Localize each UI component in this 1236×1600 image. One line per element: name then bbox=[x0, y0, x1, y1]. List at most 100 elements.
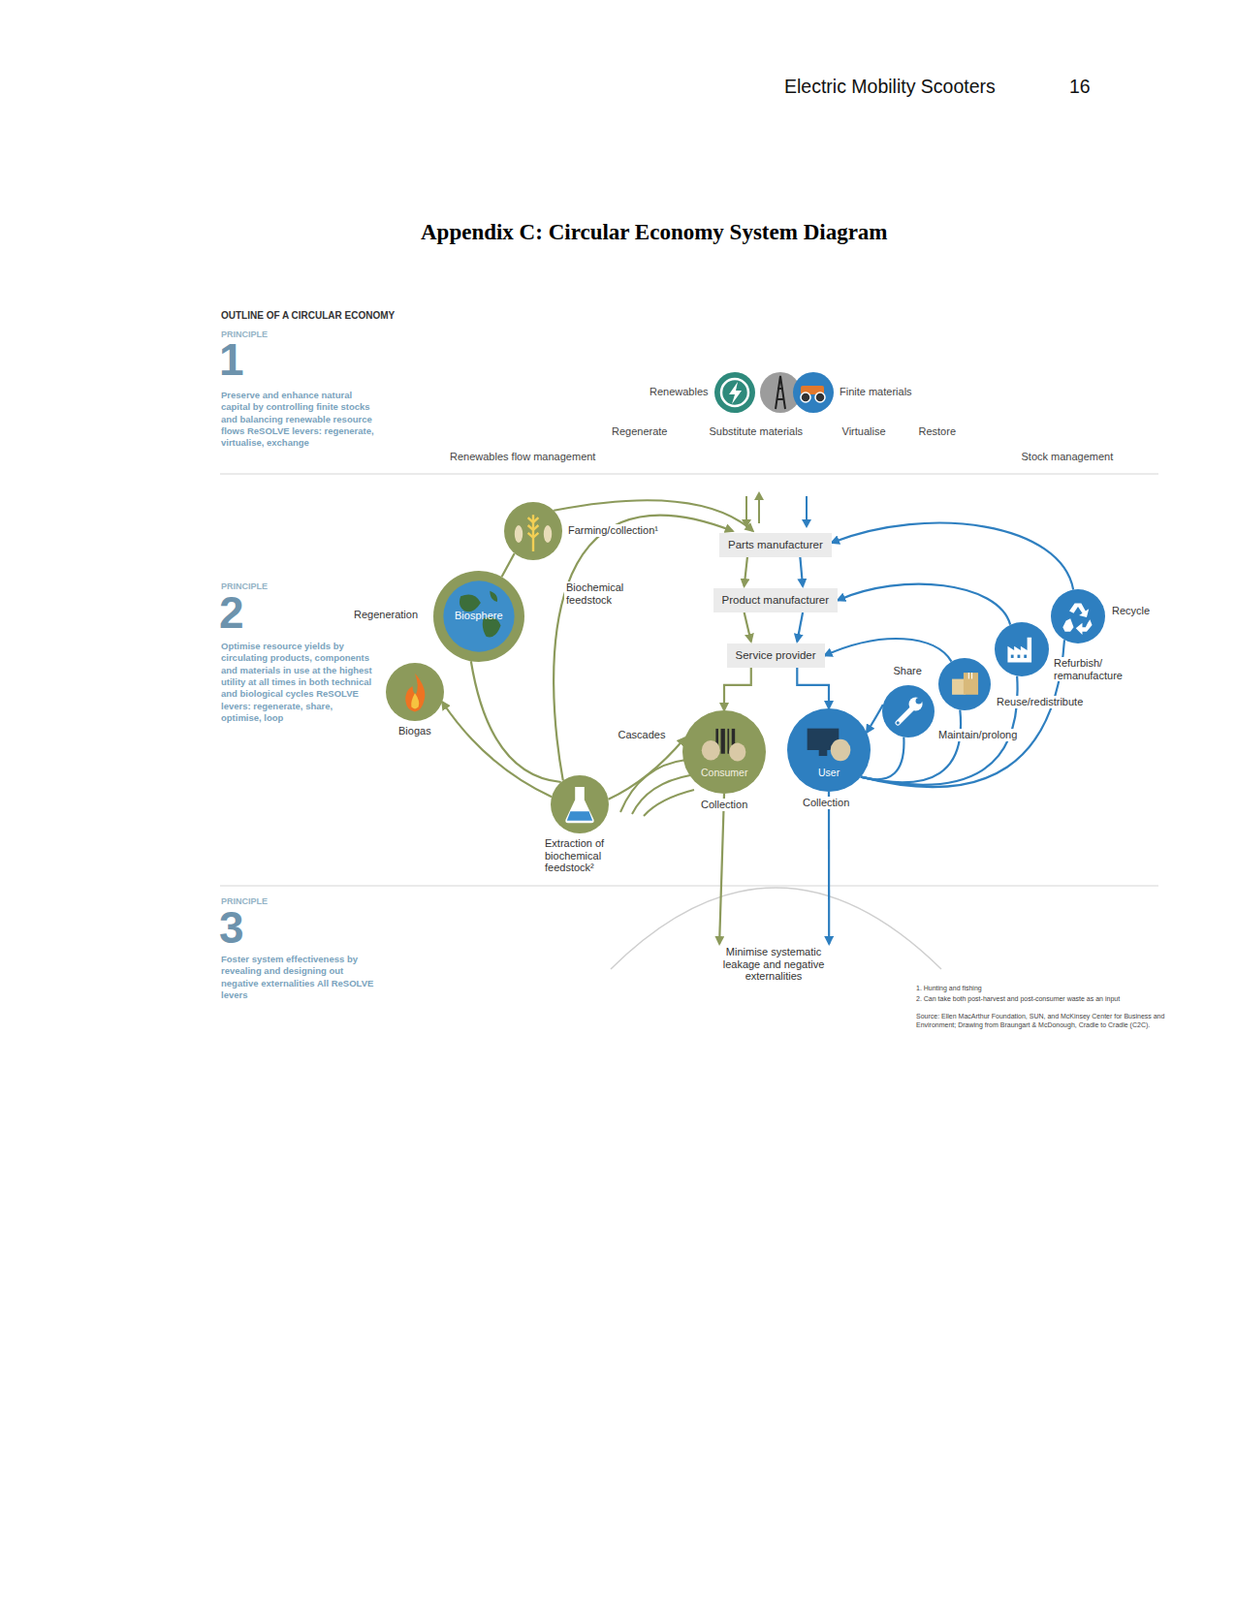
node-label: Consumer bbox=[700, 766, 748, 780]
circle-icon-part bbox=[514, 525, 523, 543]
lever-label: Regenerate bbox=[611, 425, 668, 439]
node-label: Maintain/prolong bbox=[936, 728, 1019, 742]
arrow-head-part bbox=[801, 519, 812, 529]
flow-connector bbox=[796, 667, 829, 709]
node-label: Reuse/redistribute bbox=[994, 696, 1085, 709]
circle-icon-part bbox=[819, 750, 828, 757]
circle-icon-part-part bbox=[1076, 619, 1093, 635]
footnote: 2. Can take both post-harvest and post-c… bbox=[916, 995, 1120, 1004]
finite-materials-icon-part bbox=[792, 372, 834, 413]
flow-connector bbox=[471, 661, 562, 783]
running-header: Electric Mobility Scooters bbox=[784, 75, 996, 98]
node-label: Farming/collection¹ bbox=[566, 524, 661, 538]
circle-icon-part-part bbox=[1017, 655, 1021, 659]
flow-connector bbox=[831, 523, 1074, 591]
principle-number: 1 bbox=[219, 337, 245, 382]
cascade-arc bbox=[620, 760, 695, 817]
principle-text: Preserve and enhance natural capital by … bbox=[221, 389, 375, 450]
flow-connector bbox=[866, 704, 884, 733]
section-label: Stock management bbox=[1021, 450, 1114, 464]
circle-icon-part bbox=[1062, 603, 1092, 635]
principle-number: 3 bbox=[219, 905, 245, 951]
box-label: Parts manufacturer bbox=[728, 538, 824, 551]
lever-label: Restore bbox=[919, 425, 957, 439]
input-arrow-part bbox=[745, 496, 748, 522]
divider-line-part bbox=[220, 885, 1159, 887]
circle-icon bbox=[994, 622, 1049, 677]
circle-icon-part bbox=[528, 514, 539, 552]
circle-icon-part bbox=[411, 693, 419, 709]
node-label: Collection bbox=[800, 796, 852, 810]
input-arrow-part bbox=[758, 498, 761, 524]
flow-connector bbox=[799, 557, 803, 587]
finite-materials-icon bbox=[760, 372, 834, 413]
node-label: Biogas bbox=[396, 725, 434, 738]
flow-connector bbox=[719, 793, 725, 945]
circle-icon bbox=[938, 658, 991, 711]
circle-icon-part-part bbox=[727, 728, 729, 755]
stage-circle: Biogas bbox=[385, 663, 444, 722]
outcome-text-box: Minimise systematic leakage and negative… bbox=[710, 946, 837, 983]
circle-icon-part bbox=[909, 697, 923, 711]
finite-materials-icon-part bbox=[800, 392, 811, 403]
node-label: User bbox=[818, 766, 840, 780]
circle-icon-part-part bbox=[721, 728, 726, 755]
flow-connector bbox=[608, 737, 686, 799]
circle-icon-part bbox=[443, 580, 514, 652]
box-label: Service provider bbox=[735, 649, 817, 662]
circle-icon-part bbox=[896, 721, 900, 725]
node-label: Extraction of biochemical feedstock² bbox=[542, 837, 629, 875]
loop-label: Regeneration bbox=[351, 608, 420, 622]
divider-line bbox=[220, 474, 1159, 887]
node-label: Collection bbox=[698, 798, 750, 812]
source-note: Source: Ellen MacArthur Foundation, SUN,… bbox=[916, 1012, 1167, 1031]
circle-icon-part bbox=[830, 739, 852, 761]
footnote: 1. Hunting and fishing bbox=[916, 984, 983, 993]
input-arrow-part bbox=[805, 496, 808, 522]
circle-icon bbox=[550, 775, 609, 834]
renewables-icon-part bbox=[728, 381, 742, 405]
flow-connector bbox=[824, 638, 952, 663]
flow-connector bbox=[502, 553, 515, 577]
process-box: Product manufacturer bbox=[713, 588, 839, 613]
arrow-head-part bbox=[754, 491, 764, 501]
finite-materials-icon-part bbox=[775, 376, 786, 410]
renewables-icon-part bbox=[721, 379, 749, 407]
lever-label: Substitute materials bbox=[709, 425, 804, 439]
circle-icon bbox=[385, 663, 444, 722]
circle-icon-part bbox=[543, 525, 552, 543]
arrow-head bbox=[741, 491, 812, 529]
stage-circle: Refurbish/ remanufacture bbox=[994, 622, 1049, 677]
divider-line-part bbox=[220, 473, 1159, 475]
flow-connector bbox=[744, 557, 748, 587]
circle-icon-part-part bbox=[528, 517, 539, 538]
process-box: Service provider bbox=[727, 643, 825, 668]
cascade-arc-part bbox=[643, 790, 695, 817]
circle-icon bbox=[787, 708, 871, 793]
stage-circle: Maintain/prolong bbox=[882, 685, 935, 738]
circle-icon bbox=[504, 502, 563, 561]
diagram-heading: OUTLINE OF A CIRCULAR ECONOMY bbox=[221, 310, 395, 322]
flow-connector bbox=[837, 584, 1011, 626]
node-label: Recycle bbox=[1109, 604, 1152, 618]
principle-number: 2 bbox=[219, 590, 245, 635]
flow-connector bbox=[724, 667, 752, 711]
box-label: Product manufacturer bbox=[722, 594, 830, 606]
stage-circle: ConsumerCollection bbox=[682, 710, 766, 794]
circle-icon-part bbox=[1011, 655, 1027, 659]
input-arrow bbox=[746, 496, 807, 524]
flow-connector bbox=[796, 612, 803, 642]
circle-icon bbox=[882, 685, 935, 738]
node-label: Biosphere bbox=[454, 609, 504, 623]
flow-connector bbox=[827, 792, 830, 945]
lever-label: Virtualise bbox=[842, 425, 887, 439]
stage-circle: UserCollection bbox=[787, 708, 871, 793]
principle-text: Foster system effectiveness by revealing… bbox=[221, 953, 375, 1002]
circle-icon-part bbox=[565, 787, 594, 824]
circle-icon-part-part bbox=[1011, 655, 1015, 659]
circle-icon bbox=[682, 710, 766, 794]
circle-icon-part-part bbox=[1023, 655, 1027, 659]
process-box: Parts manufacturer bbox=[719, 533, 832, 558]
flow-connector bbox=[744, 612, 752, 642]
circle-icon-part bbox=[963, 672, 979, 696]
